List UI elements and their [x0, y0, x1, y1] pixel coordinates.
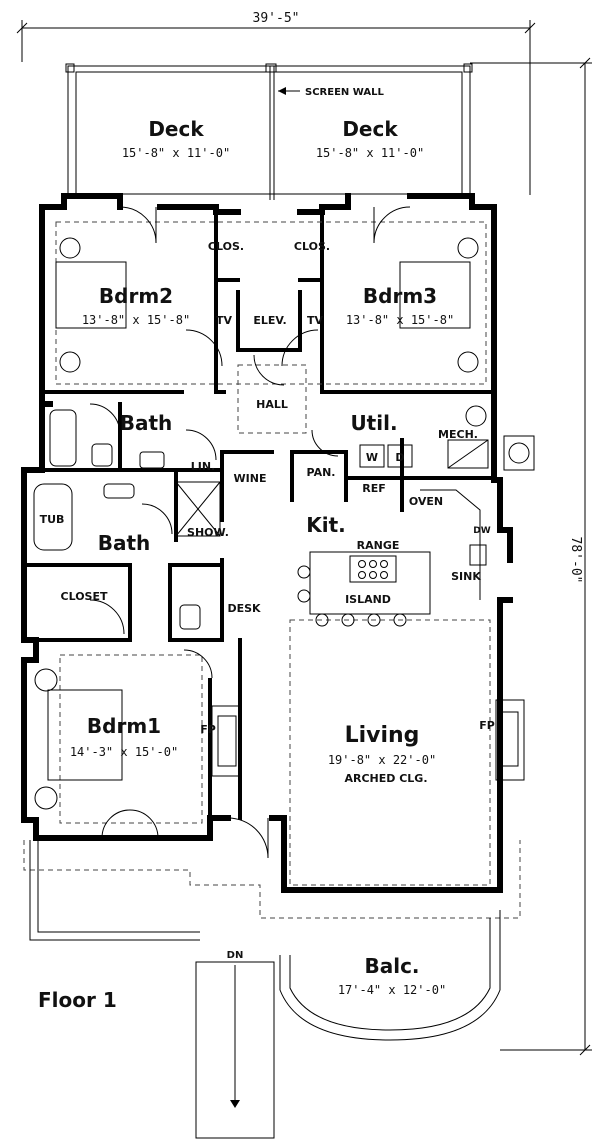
fp-left-label: FP: [200, 723, 216, 736]
pan-label: PAN.: [307, 466, 336, 479]
dw-label: DW: [473, 526, 490, 536]
balc-name: Balc.: [364, 954, 419, 978]
fixtures: [33, 237, 535, 810]
desk-label: DESK: [227, 602, 261, 615]
bath-upper-name: Bath: [120, 411, 173, 435]
clos-left-label: CLOS.: [208, 240, 244, 253]
interior-walls: [22, 210, 496, 820]
dryer-label: D: [395, 451, 404, 464]
show-label: SHOW.: [187, 526, 229, 539]
tub-label: TUB: [40, 513, 65, 526]
util-name: Util.: [350, 411, 397, 435]
deck-left-size: 15'-8" x 11'-0": [122, 146, 230, 160]
living-name: Living: [345, 723, 420, 748]
dimension-lines: [16, 20, 592, 1056]
mech-label: MECH.: [438, 428, 478, 441]
wine-label: WINE: [234, 472, 267, 485]
bath-lower-name: Bath: [98, 531, 151, 555]
deck-right-name: Deck: [342, 117, 398, 141]
tv-right-label: TV: [307, 314, 324, 327]
living-size: 19'-8" x 22'-0": [328, 753, 436, 767]
bdrm2-size: 13'-8" x 15'-8": [82, 313, 190, 327]
tv-left-label: TV: [216, 314, 233, 327]
range-label: RANGE: [357, 539, 400, 552]
deck-area: [65, 63, 473, 200]
balc-size: 17'-4" x 12'-0": [338, 983, 446, 997]
balcony: [29, 840, 501, 1041]
washer-label: W: [366, 451, 378, 464]
bdrm3-name: Bdrm3: [363, 284, 437, 308]
lin-label: LIN.: [191, 460, 216, 473]
kit-name: Kit.: [306, 513, 346, 537]
bdrm3-size: 13'-8" x 15'-8": [346, 313, 454, 327]
fp-right-label: FP: [479, 719, 495, 732]
overall-width-dimension: 39'-5": [253, 11, 300, 26]
deck-right-size: 15'-8" x 11'-0": [316, 146, 424, 160]
plan-title: Floor 1: [38, 988, 117, 1012]
bdrm1-size: 14'-3" x 15'-0": [70, 745, 178, 759]
elev-label: ELEV.: [253, 314, 286, 327]
doors: [89, 206, 411, 859]
sink-label: SINK: [451, 570, 481, 583]
screen-wall-callout: SCREEN WALL: [305, 87, 384, 98]
clos-right-label: CLOS.: [294, 240, 330, 253]
deck-left-name: Deck: [148, 117, 204, 141]
living-note: ARCHED CLG.: [344, 772, 427, 785]
screen-wall-arrow: [278, 87, 300, 95]
hall-label: HALL: [256, 398, 288, 411]
ref-label: REF: [362, 482, 386, 495]
closet-label: CLOSET: [61, 590, 108, 603]
bdrm2-name: Bdrm2: [99, 284, 173, 308]
oven-label: OVEN: [409, 495, 443, 508]
bdrm1-name: Bdrm1: [87, 714, 161, 738]
stair-down-label: DN: [227, 950, 244, 961]
island-label: ISLAND: [345, 593, 391, 606]
exterior-walls: [21, 193, 513, 893]
overall-depth-dimension: 78'-0": [568, 537, 583, 584]
stairs: [195, 961, 275, 1139]
